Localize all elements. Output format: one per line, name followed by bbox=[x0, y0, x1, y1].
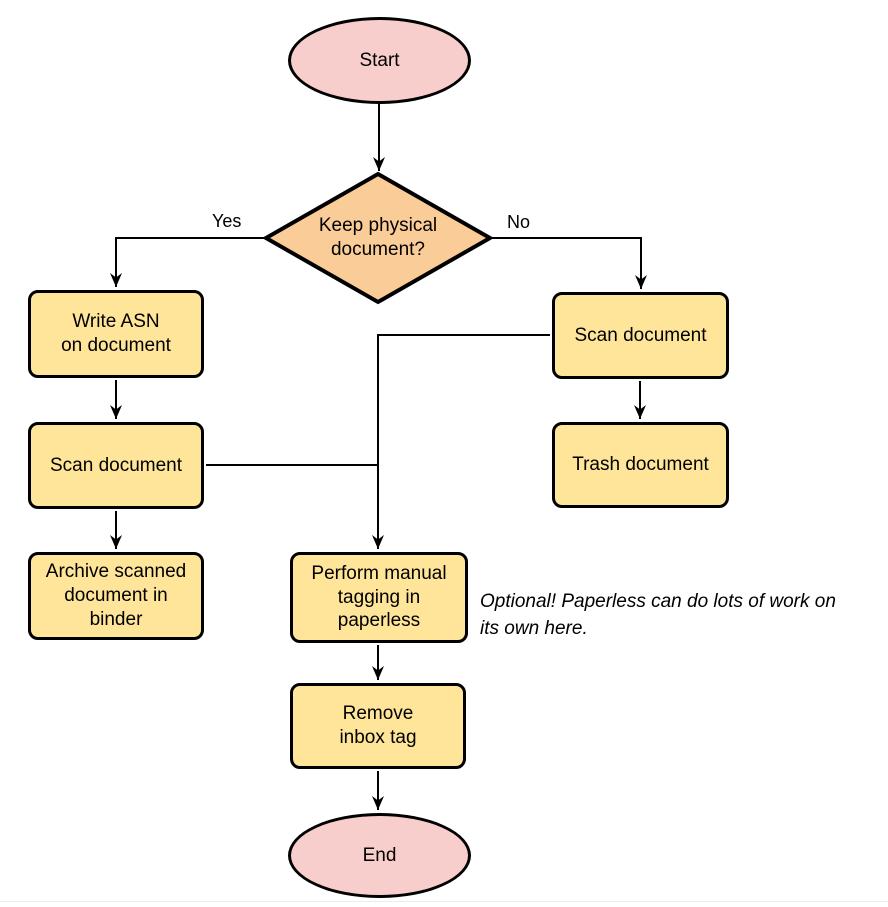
page-bottom-divider bbox=[0, 901, 888, 902]
trash-document-node: Trash document bbox=[552, 422, 729, 508]
start-node-label: Start bbox=[359, 49, 400, 71]
diamond-shape bbox=[262, 171, 494, 305]
manual-tagging-node-label: Perform manual tagging in paperless bbox=[311, 562, 447, 632]
write-asn-node: Write ASN on document bbox=[28, 290, 204, 378]
yes-edge-label: Yes bbox=[212, 211, 242, 231]
edge-scan-right-to-tagging bbox=[372, 334, 550, 549]
decision-node: Keep physical document? bbox=[262, 170, 494, 306]
scan-document-left-node-label: Scan document bbox=[49, 454, 183, 476]
end-node: End bbox=[288, 813, 471, 898]
scan-document-right-node: Scan document bbox=[552, 292, 729, 379]
start-node: Start bbox=[288, 17, 471, 104]
trash-document-node-label: Trash document bbox=[572, 454, 709, 476]
no-edge-label: No bbox=[507, 212, 531, 232]
manual-tagging-node: Perform manual tagging in paperless bbox=[290, 552, 468, 643]
scan-document-right-node-label: Scan document bbox=[574, 324, 707, 346]
archive-node: Archive scanned document in binder bbox=[28, 552, 204, 640]
decision-node-label: Keep physical document? bbox=[318, 215, 438, 260]
archive-node-label: Archive scanned document in binder bbox=[45, 561, 187, 630]
scan-document-left-node: Scan document bbox=[28, 422, 204, 509]
edge-decision-yes-to-write-asn bbox=[110, 237, 264, 287]
edge-decision-no-to-scan-right bbox=[492, 237, 647, 289]
remove-inbox-tag-node: Remove inbox tag bbox=[290, 683, 466, 769]
optional-note: Optional! Paperless can do lots of work … bbox=[480, 591, 836, 639]
end-node-label: End bbox=[362, 844, 397, 866]
remove-inbox-tag-node-label: Remove inbox tag bbox=[339, 703, 417, 748]
write-asn-node-label: Write ASN on document bbox=[61, 311, 171, 356]
